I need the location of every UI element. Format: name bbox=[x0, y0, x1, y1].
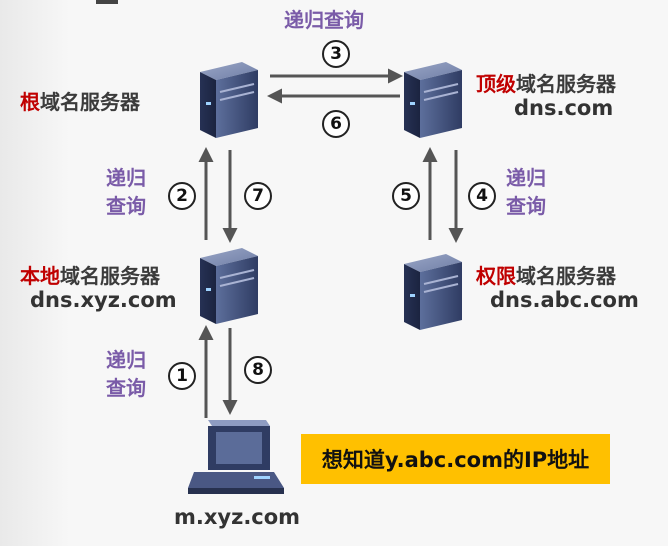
tld-server-label: 顶级域名服务器 bbox=[476, 68, 616, 97]
tld-server-domain: dns.com bbox=[514, 96, 614, 120]
step-4-marker: 4 bbox=[468, 182, 496, 210]
recursive-query-label-right-line1: 递归 bbox=[506, 166, 546, 190]
tld-server-highlight: 顶级 bbox=[476, 72, 516, 96]
local-server-highlight: 本地 bbox=[20, 264, 60, 288]
auth-server-label-rest: 域名服务器 bbox=[516, 264, 616, 288]
step-6-marker: 6 bbox=[322, 110, 350, 138]
root-server-label-rest: 域名服务器 bbox=[40, 90, 140, 114]
auth-server-highlight: 权限 bbox=[476, 264, 516, 288]
tld-server-label-rest: 域名服务器 bbox=[516, 72, 616, 96]
step-8-marker: 8 bbox=[244, 356, 272, 384]
auth-server-label: 权限域名服务器 bbox=[476, 260, 616, 289]
recursive-query-label-bottom-line2: 查询 bbox=[106, 376, 146, 400]
recursive-query-label-bottom: 递归 查询 bbox=[106, 346, 146, 402]
root-server-icon bbox=[200, 62, 258, 138]
step-2-marker: 2 bbox=[168, 182, 196, 210]
top-edge-mark bbox=[96, 0, 118, 4]
local-server-label-rest: 域名服务器 bbox=[60, 264, 160, 288]
step-7-marker: 7 bbox=[244, 182, 272, 210]
root-server-highlight: 根 bbox=[20, 90, 40, 114]
auth-server-domain: dns.abc.com bbox=[490, 288, 639, 312]
local-server-domain: dns.xyz.com bbox=[30, 288, 177, 312]
recursive-query-label-right: 递归 查询 bbox=[506, 164, 546, 220]
recursive-query-label-left: 递归 查询 bbox=[106, 164, 146, 220]
tld-server-icon bbox=[404, 62, 462, 138]
query-goal-callout: 想知道y.abc.com的IP地址 bbox=[301, 434, 610, 484]
recursive-query-label-right-line2: 查询 bbox=[506, 194, 546, 218]
step-1-marker: 1 bbox=[168, 362, 196, 390]
root-server-label: 根域名服务器 bbox=[20, 86, 140, 115]
local-server-icon bbox=[200, 248, 258, 324]
step-3-marker: 3 bbox=[322, 40, 350, 68]
local-server-label: 本地域名服务器 bbox=[20, 260, 160, 289]
step-5-marker: 5 bbox=[392, 182, 420, 210]
recursive-query-label-left-line1: 递归 bbox=[106, 166, 146, 190]
recursive-query-label-top: 递归查询 bbox=[284, 8, 364, 32]
client-computer-icon bbox=[188, 420, 284, 494]
client-domain: m.xyz.com bbox=[174, 505, 301, 529]
auth-server-icon bbox=[404, 254, 462, 330]
recursive-query-label-bottom-line1: 递归 bbox=[106, 348, 146, 372]
recursive-query-label-left-line2: 查询 bbox=[106, 194, 146, 218]
